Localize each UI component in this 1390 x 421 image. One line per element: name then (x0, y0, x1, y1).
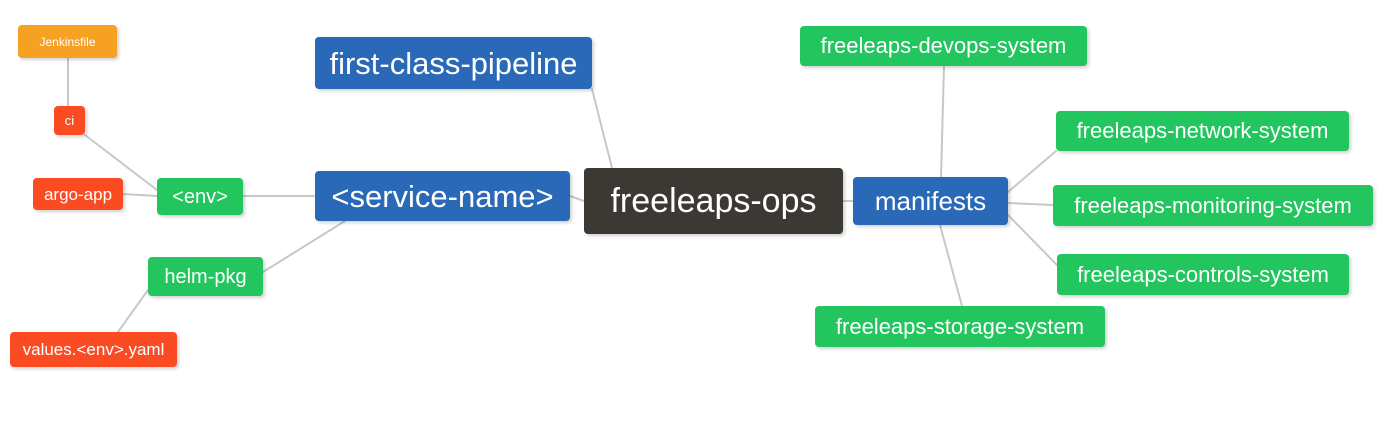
node-label-service-name: <service-name> (331, 178, 554, 214)
node-freeleaps-devops-system[interactable]: freeleaps-devops-system (800, 26, 1087, 66)
node-label-first-class-pipeline: first-class-pipeline (329, 45, 578, 81)
edge-freeleaps-ops-to-service-name (569, 195, 585, 202)
node-freeleaps-controls-system[interactable]: freeleaps-controls-system (1057, 254, 1349, 295)
node-label-freeleaps-storage-system: freeleaps-storage-system (835, 313, 1085, 339)
edge-manifests-to-freeleaps-devops-system (940, 65, 945, 178)
node-ci[interactable]: ci (54, 106, 85, 135)
node-service-name[interactable]: <service-name> (315, 171, 570, 221)
node-manifests[interactable]: manifests (853, 177, 1008, 225)
edge-manifests-to-freeleaps-storage-system (939, 224, 963, 307)
node-label-freeleaps-controls-system: freeleaps-controls-system (1077, 261, 1329, 287)
node-argo-app[interactable]: argo-app (33, 178, 123, 210)
node-label-freeleaps-ops: freeleaps-ops (610, 182, 817, 220)
edge-manifests-to-freeleaps-monitoring-system (1007, 202, 1054, 206)
edge-env-to-argo-app (122, 193, 158, 197)
node-values-env-yaml[interactable]: values.<env>.yaml (10, 332, 177, 367)
node-label-values-env-yaml: values.<env>.yaml (22, 340, 165, 359)
node-label-freeleaps-devops-system: freeleaps-devops-system (820, 33, 1067, 58)
node-label-jenkinsfile: Jenkinsfile (39, 34, 96, 49)
node-jenkinsfile[interactable]: Jenkinsfile (18, 25, 117, 58)
edge-manifests-to-freeleaps-controls-system (1007, 214, 1058, 266)
node-freeleaps-ops[interactable]: freeleaps-ops (584, 168, 843, 234)
node-label-freeleaps-monitoring-system: freeleaps-monitoring-system (1074, 192, 1352, 218)
edge-manifests-to-freeleaps-network-system (1007, 150, 1057, 193)
node-freeleaps-network-system[interactable]: freeleaps-network-system (1056, 111, 1349, 151)
node-label-argo-app: argo-app (43, 184, 113, 204)
node-freeleaps-storage-system[interactable]: freeleaps-storage-system (815, 306, 1105, 347)
node-label-helm-pkg: helm-pkg (164, 265, 247, 288)
node-freeleaps-monitoring-system[interactable]: freeleaps-monitoring-system (1053, 185, 1373, 226)
edge-helm-pkg-to-values-env-yaml (117, 289, 149, 333)
node-helm-pkg[interactable]: helm-pkg (148, 257, 263, 296)
node-label-ci: ci (64, 113, 75, 128)
node-label-manifests: manifests (874, 186, 987, 216)
node-first-class-pipeline[interactable]: first-class-pipeline (315, 37, 592, 89)
node-label-env: <env> (172, 185, 228, 208)
node-label-freeleaps-network-system: freeleaps-network-system (1076, 118, 1329, 143)
edge-freeleaps-ops-to-first-class-pipeline (591, 88, 613, 169)
edge-service-name-to-helm-pkg (262, 220, 346, 273)
node-env[interactable]: <env> (157, 178, 243, 215)
